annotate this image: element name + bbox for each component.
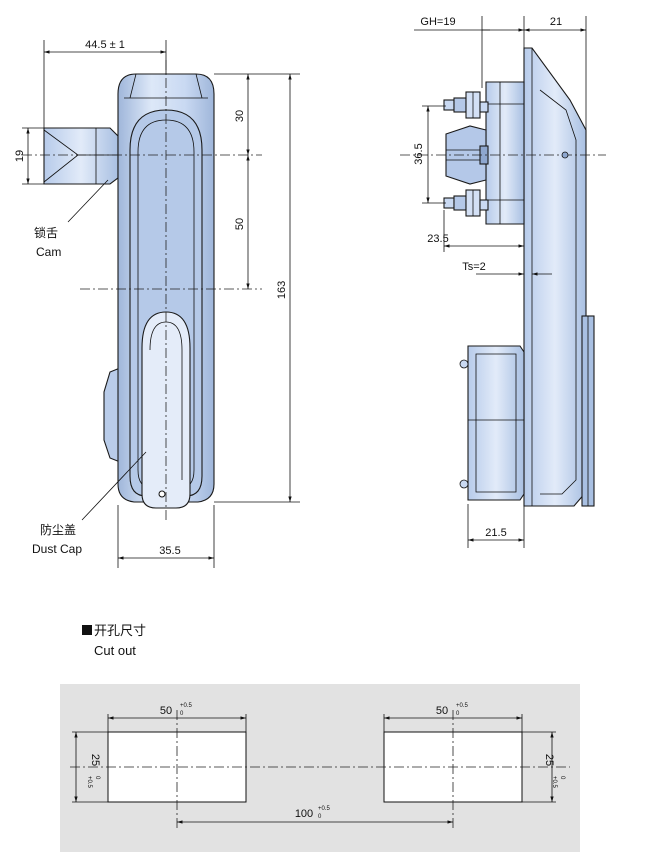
front-view: 44.5 ± 1 30 50 163 19 35.5 锁舌 Cam 防尘盖 Du…	[14, 39, 300, 568]
dim-21-5: 21.5	[485, 527, 506, 539]
cutout-left-height: 25	[89, 754, 101, 766]
cutout-spacing: 100	[295, 808, 313, 820]
svg-text:+0.5: +0.5	[86, 776, 92, 789]
dim-total-height: 163	[276, 281, 288, 299]
cutout-right-width: 50	[436, 705, 448, 717]
svg-text:+0.5: +0.5	[180, 703, 193, 709]
dim-upper: 30	[234, 110, 246, 122]
square-bullet-icon	[82, 625, 92, 635]
top-bolt	[443, 91, 489, 119]
bottom-bolt	[443, 189, 489, 217]
dim-cam: 19	[14, 150, 26, 162]
cutout-section: 开孔尺寸 Cut out 50 +0.5 0 50 +0.5 0 25 +0.5…	[60, 623, 580, 852]
svg-text:0: 0	[456, 711, 460, 717]
dim-36-5: 36.5	[413, 143, 425, 164]
dim-width-top: 44.5 ± 1	[85, 39, 125, 51]
svg-text:+0.5: +0.5	[551, 776, 557, 789]
side-view: GH=19 21 36.5 23.5 Ts=2 21.5	[400, 16, 606, 548]
cutout-left-width: 50	[160, 705, 172, 717]
side-mechanism	[485, 81, 525, 225]
dim-23-5: 23.5	[427, 233, 448, 245]
dust-cap-label-cn: 防尘盖	[40, 522, 76, 537]
dim-middle: 50	[234, 218, 246, 230]
svg-text:0: 0	[559, 776, 565, 780]
svg-text:+0.5: +0.5	[318, 806, 331, 812]
svg-text:+0.5: +0.5	[456, 703, 469, 709]
cam-label-en: Cam	[36, 245, 61, 259]
side-flange	[523, 47, 587, 507]
svg-text:0: 0	[318, 814, 322, 820]
cutout-right-height: 25	[543, 754, 555, 766]
dim-ts: Ts=2	[462, 261, 486, 273]
cam-label-cn: 锁舌	[34, 225, 58, 240]
cutout-title-cn: 开孔尺寸	[94, 623, 146, 638]
svg-text:0: 0	[180, 711, 184, 717]
dim-gh: GH=19	[420, 16, 455, 28]
dim-21: 21	[550, 16, 562, 28]
side-dust-cap	[467, 345, 525, 501]
svg-text:0: 0	[94, 776, 100, 780]
cutout-title-en: Cut out	[94, 643, 136, 658]
dim-width-bottom: 35.5	[159, 545, 180, 557]
cam	[43, 127, 119, 185]
dust-cap-label-en: Dust Cap	[32, 542, 82, 556]
